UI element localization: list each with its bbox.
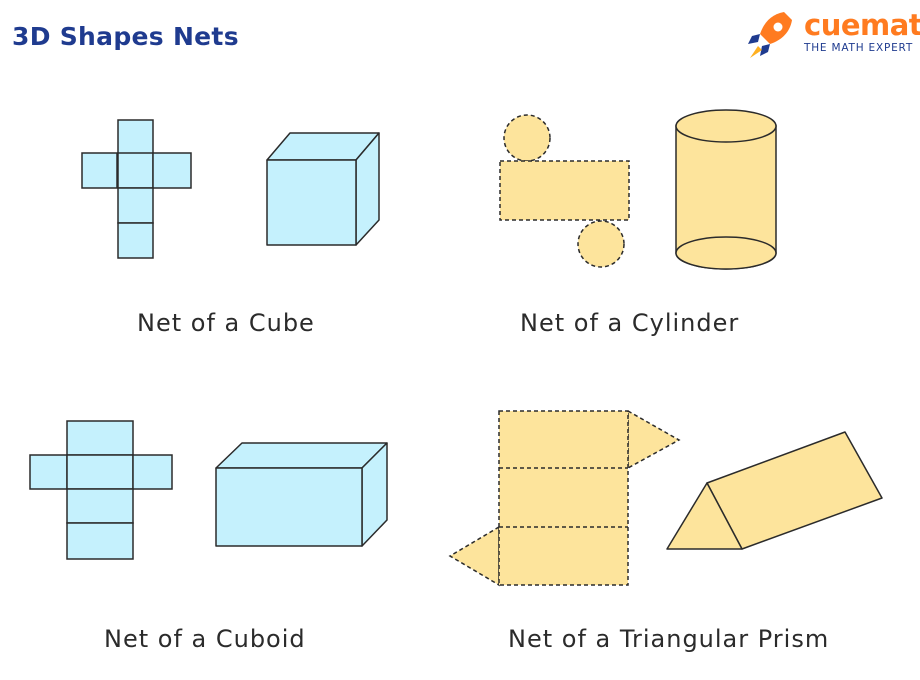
caption-cuboid: Net of a Cuboid xyxy=(104,625,306,653)
caption-cube: Net of a Cube xyxy=(137,309,315,337)
cylinder-net xyxy=(499,114,630,268)
rocket-icon xyxy=(748,12,792,58)
page-title: 3D Shapes Nets xyxy=(12,22,239,51)
cuboid-3d xyxy=(215,442,388,547)
triangular-prism-net xyxy=(448,409,681,587)
caption-cylinder: Net of a Cylinder xyxy=(520,309,740,337)
logo-wordmark: cuemath xyxy=(804,8,920,42)
logo-tagline: THE MATH EXPERT xyxy=(804,42,914,54)
cuemath-logo: cuemath THE MATH EXPERT xyxy=(740,6,920,66)
caption-triangular-prism: Net of a Triangular Prism xyxy=(508,625,830,653)
triangular-prism-3d xyxy=(666,431,883,550)
cylinder-3d xyxy=(675,109,777,270)
cuboid-net xyxy=(29,420,173,560)
cube-3d xyxy=(266,132,380,246)
cube-net xyxy=(81,119,192,259)
